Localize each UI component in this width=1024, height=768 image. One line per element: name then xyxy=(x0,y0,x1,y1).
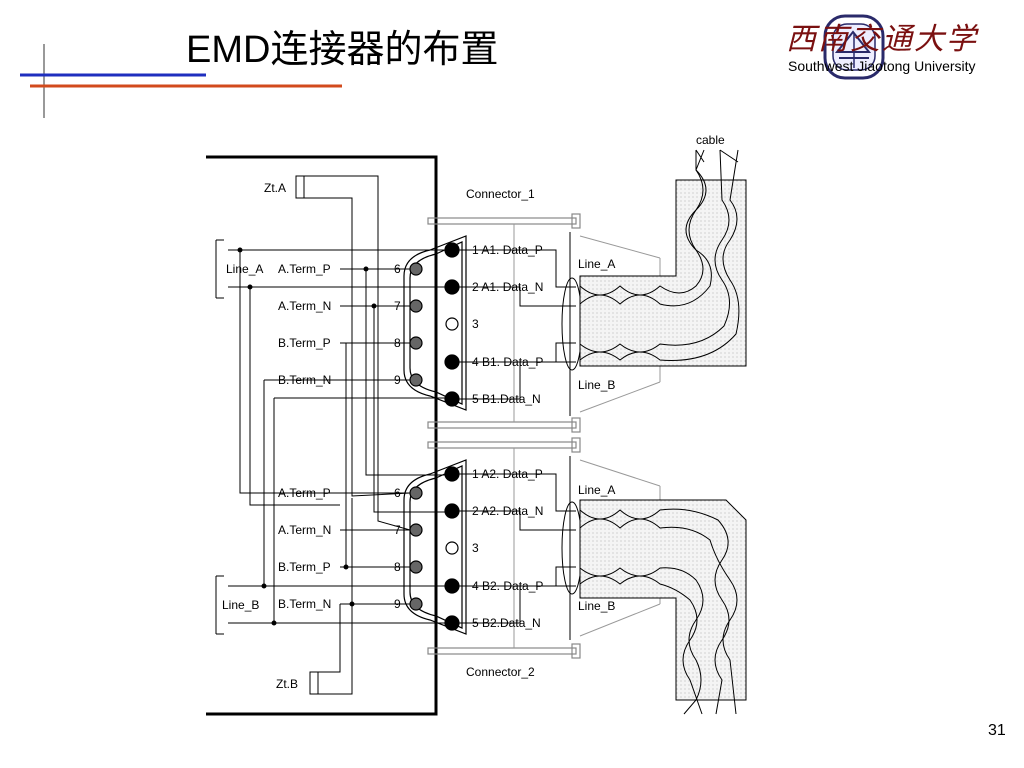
connector-1-label: Connector_1 xyxy=(466,187,535,201)
pin-label: 1 A1. Data_P xyxy=(472,243,543,257)
line-a-left-label: Line_A xyxy=(226,262,263,276)
internal-wiring xyxy=(215,175,446,695)
term-label: A.Term_N xyxy=(278,299,331,313)
term-pin-label: 6 xyxy=(394,486,401,500)
term-label: A.Term_N xyxy=(278,523,331,537)
line-a-right-label: Line_A xyxy=(578,257,615,271)
term-pin-label: 8 xyxy=(394,560,401,574)
university-name-cn: 西南交通大学 xyxy=(786,22,978,57)
term-label: B.Term_P xyxy=(278,336,331,350)
connector-2-label: Connector_2 xyxy=(466,665,535,679)
pin-label: 4 B1. Data_P xyxy=(472,355,543,369)
term-label: B.Term_N xyxy=(278,373,331,387)
pin-label: 2 A1. Data_N xyxy=(472,280,543,294)
term-label: B.Term_P xyxy=(278,560,331,574)
term-label: A.Term_P xyxy=(278,486,331,500)
pin-label: 1 A2. Data_P xyxy=(472,467,543,481)
term-pin-label: 9 xyxy=(394,597,401,611)
enclosure-box xyxy=(206,155,438,716)
line-b-right-label: Line_B xyxy=(578,599,615,613)
cable-label: cable xyxy=(696,133,725,147)
pin-label: 4 B2. Data_P xyxy=(472,579,543,593)
pin-label: 5 B1.Data_N xyxy=(472,392,541,406)
connector-2-pins xyxy=(409,466,460,631)
term-pin-label: 7 xyxy=(394,523,401,537)
term-label: A.Term_P xyxy=(278,262,331,276)
term-pin-label: 7 xyxy=(394,299,401,313)
shield-bars xyxy=(427,213,581,659)
slide-title: EMD连接器的布置 xyxy=(186,29,499,71)
term-label: B.Term_N xyxy=(278,597,331,611)
university-name-en: Southwest Jiaotong University xyxy=(788,58,976,74)
title-decoration xyxy=(20,44,342,118)
output-wiring xyxy=(458,232,583,640)
seal-icon xyxy=(823,14,885,80)
zt-b-label: Zt.B xyxy=(276,677,298,691)
university-logo xyxy=(823,14,885,80)
connector-1-shell xyxy=(403,235,467,411)
term-pin-label: 6 xyxy=(394,262,401,276)
page-number: 31 xyxy=(988,722,1006,739)
pin-label: 2 A2. Data_N xyxy=(472,504,543,518)
pin-label: 5 B2.Data_N xyxy=(472,616,541,630)
connector-1-pins xyxy=(409,242,460,407)
line-b-left-label: Line_B xyxy=(222,598,259,612)
line-a-right-label: Line_A xyxy=(578,483,615,497)
connector-2-shell xyxy=(403,459,467,635)
term-pin-label: 9 xyxy=(394,373,401,387)
cable-1 xyxy=(579,149,747,367)
line-b-right-label: Line_B xyxy=(578,378,615,392)
zt-a-label: Zt.A xyxy=(264,181,286,195)
pin-label: 3 xyxy=(472,317,479,331)
cable-2 xyxy=(579,499,747,715)
term-pin-label: 8 xyxy=(394,336,401,350)
pin-label: 3 xyxy=(472,541,479,555)
